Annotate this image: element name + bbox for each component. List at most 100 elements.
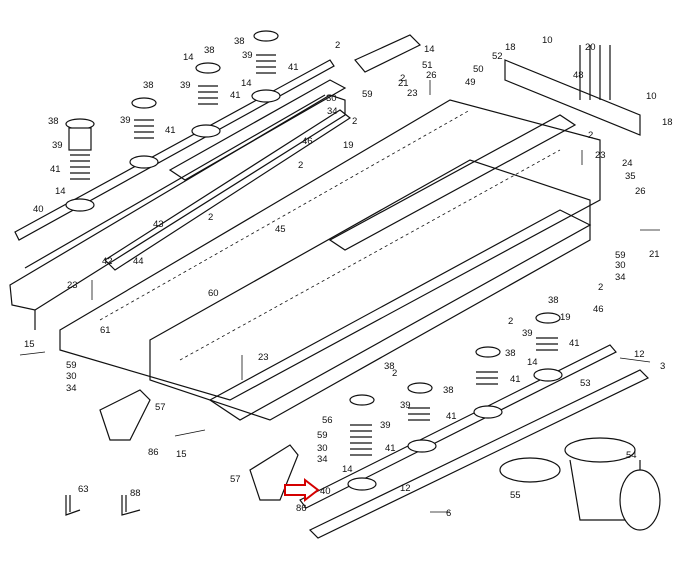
left-rail-40 [14, 59, 335, 241]
callout-14: 14 [527, 357, 538, 368]
callout-50: 50 [473, 64, 484, 75]
top-perforated-plate [354, 34, 422, 73]
bolts [19, 80, 660, 513]
callout-2: 2 [352, 116, 357, 127]
callout-14: 14 [55, 186, 66, 197]
callout-39: 39 [242, 50, 253, 61]
callout-56: 56 [322, 415, 333, 426]
callout-43: 43 [153, 219, 164, 230]
callout-14: 14 [342, 464, 353, 475]
callout-49: 49 [465, 77, 476, 88]
callout-2: 2 [588, 130, 593, 141]
callout-86: 86 [296, 503, 307, 514]
callout-39: 39 [522, 328, 533, 339]
drive-belt-55 [499, 457, 561, 483]
callout-35: 35 [625, 171, 636, 182]
spring-stack-1 [65, 118, 95, 212]
callout-52: 52 [492, 51, 503, 62]
callout-3: 3 [660, 361, 665, 372]
callout-88: 88 [130, 488, 141, 499]
callout-2: 2 [392, 368, 397, 379]
callout-10: 10 [646, 91, 657, 102]
callout-38: 38 [234, 36, 245, 47]
callout-39: 39 [52, 140, 63, 151]
spring-stack-5 [347, 394, 377, 491]
callout-41: 41 [165, 125, 176, 136]
callout-2: 2 [298, 160, 303, 171]
callout-19: 19 [343, 140, 354, 151]
callout-10: 10 [542, 35, 553, 46]
motor-54 [564, 437, 661, 531]
spring-stack-7 [473, 346, 503, 419]
callout-23: 23 [407, 88, 418, 99]
callout-57: 57 [155, 402, 166, 413]
spring-stack-3 [191, 62, 221, 138]
right-perforated-deck [328, 114, 577, 251]
left-platform-42 [104, 109, 352, 271]
callout-63: 63 [78, 484, 89, 495]
callout-38: 38 [443, 385, 454, 396]
callout-42: 42 [102, 256, 113, 267]
callout-14: 14 [424, 44, 435, 55]
callout-2: 2 [598, 282, 603, 293]
callout-55: 55 [510, 490, 521, 501]
callout-61: 61 [100, 325, 111, 336]
callout-12: 12 [400, 483, 411, 494]
side-frame-56 [208, 209, 592, 421]
callout-21: 21 [649, 249, 660, 260]
callout-39: 39 [180, 80, 191, 91]
end-cap-57-right [249, 444, 299, 501]
callout-40: 40 [33, 204, 44, 215]
callout-34: 34 [615, 272, 626, 283]
callout-41: 41 [50, 164, 61, 175]
callout-51: 51 [422, 60, 433, 71]
callout-38: 38 [505, 348, 516, 359]
end-cap-57-left [99, 389, 151, 441]
callout-2: 2 [208, 212, 213, 223]
spring-stack-8 [533, 312, 563, 382]
callout-41: 41 [230, 90, 241, 101]
callout-45: 45 [275, 224, 286, 235]
callout-15: 15 [176, 449, 187, 460]
callout-53: 53 [580, 378, 591, 389]
callout-34: 34 [317, 454, 328, 465]
callout-40: 40 [320, 486, 331, 497]
callout-57: 57 [230, 474, 241, 485]
callout-59: 59 [66, 360, 77, 371]
callout-labels: 38 39 41 14 38 39 41 14 38 39 41 38 39 4… [24, 35, 673, 519]
callout-18: 18 [505, 42, 516, 53]
callout-39: 39 [400, 400, 411, 411]
callout-23: 23 [67, 280, 78, 291]
callout-38: 38 [548, 295, 559, 306]
spring-stack-6 [407, 382, 437, 453]
main-deck-45 [59, 99, 601, 401]
callout-14: 14 [183, 52, 194, 63]
left-frame-rail-44 [9, 94, 346, 330]
callout-30: 30 [66, 371, 77, 382]
callout-46: 46 [302, 136, 313, 147]
callout-38: 38 [204, 45, 215, 56]
callout-34: 34 [66, 383, 77, 394]
callout-38: 38 [384, 361, 395, 372]
callout-23: 23 [595, 150, 606, 161]
callout-21: 21 [398, 78, 409, 89]
allen-wrench-88 [121, 495, 141, 516]
callout-39: 39 [120, 115, 131, 126]
callout-41: 41 [569, 338, 580, 349]
walking-belt-60 [149, 159, 591, 421]
callout-38: 38 [143, 80, 154, 91]
callout-26: 26 [426, 70, 437, 81]
callout-41: 41 [288, 62, 299, 73]
callout-39: 39 [380, 420, 391, 431]
callout-30: 30 [326, 93, 337, 104]
callout-38: 38 [48, 116, 59, 127]
callout-30: 30 [615, 260, 626, 271]
callout-34: 34 [327, 106, 338, 117]
callout-59: 59 [362, 89, 373, 100]
callout-30: 30 [317, 443, 328, 454]
left-perforated-deck [168, 79, 347, 181]
callout-44: 44 [133, 256, 144, 267]
spring-stack-4 [251, 30, 281, 103]
front-roller-53 [308, 369, 650, 539]
